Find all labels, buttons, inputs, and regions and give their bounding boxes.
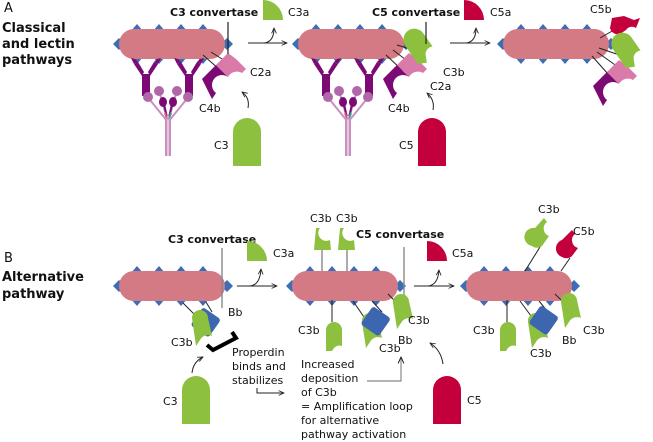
mannose-binding-lectin-icon	[142, 85, 194, 157]
c3b-label: C3b	[171, 336, 193, 349]
c3b-r-right-label: C3b	[583, 324, 605, 337]
properdin-icon	[205, 330, 239, 353]
amplification-line6: pathway activation	[301, 428, 406, 441]
bb-label: Bb	[228, 306, 243, 319]
c5-protein	[418, 118, 446, 166]
c3b-fragment	[314, 228, 331, 250]
c3b-mid-label: C3b	[379, 342, 401, 355]
mannose-binding-lectin-icon	[322, 85, 374, 157]
bb-label: Bb	[562, 334, 577, 347]
tether-line	[205, 301, 213, 313]
c3b-r-mid-label: C3b	[530, 347, 552, 360]
tether-line	[591, 55, 609, 75]
c3b-left-label: C3b	[298, 324, 320, 337]
c5b-label: C5b	[590, 3, 612, 16]
c5a-fragment	[427, 241, 447, 261]
panel-b-title-line1: Alternative	[2, 270, 84, 285]
arrow-icon	[427, 93, 434, 111]
c3b-r-left-label: C3b	[473, 324, 495, 337]
c5-convertase-label: C5 convertase	[356, 228, 444, 241]
properdin-label-line3: stabilizes	[232, 374, 283, 387]
panel-a: A Classical and lectin pathways C3 conve…	[2, 0, 647, 166]
c3-protein	[182, 376, 210, 424]
bb-fragment	[529, 306, 558, 335]
c5a-label: C5a	[452, 247, 473, 260]
amplification-line3: of C3b	[301, 386, 337, 399]
c4b-label: C4b	[199, 102, 221, 115]
c5b-fragment	[610, 16, 640, 35]
tether-line	[560, 257, 571, 272]
amplification-line5: for alternative	[301, 414, 379, 427]
arrow-icon	[367, 357, 401, 382]
amplification-line4: = Amplification loop	[301, 400, 413, 413]
c3b-fragment	[607, 28, 647, 72]
c3b-fragment	[500, 322, 516, 351]
c5a-label: C5a	[490, 6, 511, 19]
tether-line	[371, 300, 383, 313]
c3a-fragment	[247, 241, 267, 261]
c3b-r-top-label: C3b	[538, 203, 560, 216]
release-arrow	[427, 270, 439, 287]
c3-label: C3	[214, 139, 229, 152]
c3b-fragment	[392, 293, 413, 329]
arrow-icon	[191, 357, 203, 374]
panel-a-title-line2: and lectin	[2, 37, 75, 52]
arrow-icon	[242, 92, 249, 109]
panel-b-letter: B	[4, 251, 13, 266]
c3b-fragment	[560, 292, 581, 328]
panel-a-letter: A	[4, 1, 13, 16]
c5-label: C5	[399, 139, 414, 152]
c5-convertase-label: C5 convertase	[372, 6, 460, 19]
c5b-fragment	[555, 230, 578, 259]
c3b-right-label: C3b	[408, 314, 430, 327]
c5-protein	[433, 376, 461, 424]
tether-line	[524, 246, 541, 272]
release-arrow	[465, 28, 476, 44]
release-arrow	[249, 269, 261, 287]
c2a-label: C2a	[250, 66, 271, 79]
c3b-fragment	[326, 322, 342, 351]
c5a-fragment	[464, 0, 484, 20]
c3a-fragment	[263, 0, 283, 20]
panel-b: B Alternative pathway C3 convertase C3a …	[2, 203, 605, 441]
bb-label: Bb	[398, 334, 413, 347]
c3-convertase-label: C3 convertase	[168, 233, 256, 246]
amplification-line1: Increased	[301, 358, 355, 371]
cell-membrane	[113, 266, 233, 306]
cell-membrane	[286, 266, 406, 306]
c3b-fragment	[338, 228, 355, 250]
amplification-line2: deposition	[301, 372, 358, 385]
c3b-top1-label: C3b	[310, 212, 332, 225]
arrow-icon	[430, 343, 444, 365]
properdin-label-line1: Properdin	[232, 346, 285, 359]
c3a-label: C3a	[273, 247, 294, 260]
c3-label: C3	[163, 395, 178, 408]
c5-label: C5	[467, 394, 482, 407]
c3b-fragment	[192, 310, 212, 346]
properdin-label-line2: binds and	[232, 360, 286, 373]
c3a-label: C3a	[288, 6, 309, 19]
c4b-label: C4b	[388, 102, 410, 115]
c3b-top2-label: C3b	[336, 212, 358, 225]
c3b-label: C3b	[443, 66, 465, 79]
panel-b-title-line2: pathway	[2, 287, 65, 302]
cell-membrane	[497, 24, 617, 64]
panel-a-title-line1: Classical	[2, 21, 66, 36]
c3-protein	[233, 118, 261, 166]
release-arrow	[263, 28, 274, 44]
c3-convertase-label: C3 convertase	[170, 6, 258, 19]
cell-membrane	[292, 24, 412, 64]
c3b-fragment	[524, 218, 549, 248]
arrow-icon	[256, 388, 284, 393]
c5b-label: C5b	[573, 225, 595, 238]
bb-fragment	[361, 307, 390, 336]
panel-a-title-line3: pathways	[2, 53, 72, 68]
c2a-label: C2a	[430, 80, 451, 93]
